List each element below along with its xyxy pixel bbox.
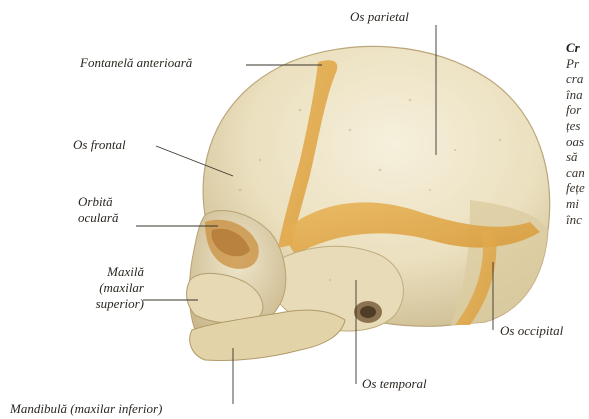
side-text-title: Cr: [566, 40, 589, 56]
side-text-line: fețe: [566, 180, 589, 196]
side-text-line: îna: [566, 87, 589, 103]
side-text-line: țes: [566, 118, 589, 134]
label-maxila: Maxilă (maxilar superior): [72, 264, 144, 312]
label-orbita-line1: Orbită: [78, 194, 118, 210]
label-os-temporal: Os temporal: [362, 376, 427, 392]
side-text-line: înc: [566, 212, 589, 228]
side-text-line: can: [566, 165, 589, 181]
side-text-line: for: [566, 102, 589, 118]
label-mandibula: Mandibulă (maxilar inferior): [10, 401, 162, 417]
label-orbita-line2: oculară: [78, 210, 118, 226]
side-text-line: cra: [566, 71, 589, 87]
side-text-line: să: [566, 149, 589, 165]
side-text-column: Cr Pr cra îna for țes oas să can fețe mi…: [566, 40, 589, 227]
side-text-line: mi: [566, 196, 589, 212]
side-text-line: Pr: [566, 56, 589, 72]
label-maxila-line3: superior): [72, 296, 144, 312]
label-os-frontal: Os frontal: [73, 137, 126, 153]
label-os-parietal: Os parietal: [350, 9, 409, 25]
label-maxila-line2: (maxilar: [72, 280, 144, 296]
label-fontanela-anterioara: Fontanelă anterioară: [80, 55, 192, 71]
side-text-line: oas: [566, 134, 589, 150]
label-orbita-oculara: Orbită oculară: [78, 194, 118, 226]
label-os-occipital: Os occipital: [500, 323, 563, 339]
label-maxila-line1: Maxilă: [72, 264, 144, 280]
